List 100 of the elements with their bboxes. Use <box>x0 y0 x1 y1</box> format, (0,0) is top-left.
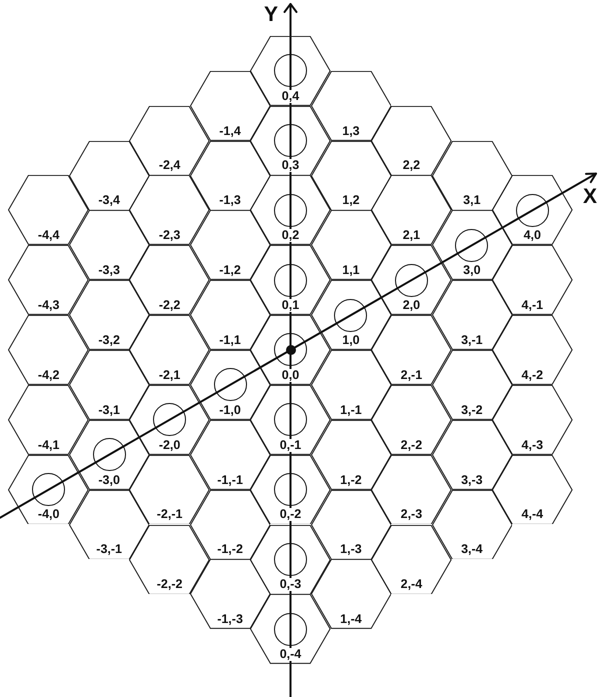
coordinate-label: 3,-1 <box>460 334 484 347</box>
hexagon-tile <box>310 559 392 630</box>
coordinate-label: 0,-2 <box>278 508 302 522</box>
circle-icon <box>274 612 307 646</box>
coordinate-label: 2,1 <box>402 229 422 242</box>
hexagon-tile <box>250 175 331 246</box>
coordinate-label: 3,-2 <box>460 404 484 417</box>
circle-icon <box>274 124 307 158</box>
coordinate-label: 0,-1 <box>278 438 302 452</box>
coordinate-label: -1,2 <box>218 264 242 278</box>
hexagon-tile <box>492 454 573 524</box>
coordinate-label: -2,0 <box>158 438 182 452</box>
coordinate-label: -1,-2 <box>216 543 244 556</box>
coordinate-label: -1,-3 <box>216 613 244 626</box>
hexagon-tile <box>8 384 89 455</box>
hexagon-tile <box>190 210 270 280</box>
hexagon-tile <box>310 420 392 490</box>
coordinate-label: -1,4 <box>218 124 242 138</box>
hexagon-tile <box>492 384 573 455</box>
hexagon-tile <box>129 106 210 176</box>
circle-icon <box>274 194 307 227</box>
hexagon-tile <box>492 245 573 316</box>
hexagon-tile <box>190 490 270 560</box>
coordinate-label: -2,1 <box>158 368 182 382</box>
hexagon-tile <box>129 524 210 594</box>
hexagon-tile <box>190 350 270 420</box>
coordinate-label: -2,-2 <box>156 578 184 592</box>
coordinate-label: 2,-1 <box>400 368 424 382</box>
coordinate-label: 4,-4 <box>520 508 544 522</box>
hexagon-tile <box>129 315 210 385</box>
hexagon-tile <box>310 140 392 210</box>
axis-label: X <box>583 186 597 208</box>
coordinate-label: -1,3 <box>218 194 242 208</box>
coordinate-label: 0,3 <box>280 159 300 172</box>
coordinate-label: 1,2 <box>341 194 361 208</box>
circle-icon <box>334 298 368 332</box>
coordinate-label: 1,-2 <box>339 474 363 487</box>
coordinate-label: -2,2 <box>158 299 182 312</box>
coordinate-label: -3,3 <box>97 264 121 278</box>
hexagon-tile <box>432 350 512 420</box>
coordinate-label: 1,-1 <box>339 404 363 417</box>
coordinate-label: 2,-3 <box>400 508 424 522</box>
circle-icon <box>32 473 66 506</box>
coordinate-label: -4,2 <box>36 368 60 382</box>
circle-icon <box>214 368 247 402</box>
hexagon-tile <box>190 70 270 141</box>
hexagon-tile <box>190 559 270 630</box>
coordinate-label: 0,4 <box>280 90 300 103</box>
coordinate-label: 3,-4 <box>460 543 484 556</box>
hexagon-tile <box>190 420 270 490</box>
hexagon-tile <box>129 175 210 246</box>
coordinate-label: -3,0 <box>97 474 121 487</box>
coordinate-label: -4,3 <box>36 299 60 312</box>
circle-icon <box>274 333 307 366</box>
hexagon-tile <box>310 280 392 350</box>
hexagon-tile <box>68 210 150 280</box>
circle-icon <box>516 194 549 227</box>
coordinate-label: 4,-2 <box>520 368 544 382</box>
hexagon-tile <box>250 384 331 455</box>
coordinate-label: 3,0 <box>462 264 482 278</box>
circle-icon <box>394 264 428 297</box>
coordinate-label: 1,1 <box>341 264 361 278</box>
circle-icon <box>455 228 488 262</box>
hexagon-tile <box>190 140 270 210</box>
coordinate-label: 1,0 <box>341 334 361 347</box>
hexagon-tile <box>371 524 452 594</box>
coordinate-label: 1,-4 <box>339 613 363 626</box>
coordinate-label: -4,1 <box>36 438 60 452</box>
hexagon-tile <box>68 420 150 490</box>
circle-icon <box>92 438 126 472</box>
circle-icon <box>274 403 307 436</box>
coordinate-label: 3,1 <box>462 194 482 208</box>
hexagon-tile <box>310 210 392 280</box>
coordinate-label: 4,-3 <box>520 438 544 452</box>
circle-icon <box>153 403 186 436</box>
coordinate-label: 2,2 <box>402 159 422 172</box>
hexagon-tile <box>432 280 512 350</box>
hexagon-tile <box>250 245 331 316</box>
hexagon-tile <box>250 36 331 106</box>
hexagon-tile <box>492 175 573 246</box>
hexagon-tile <box>432 140 512 210</box>
hexagon-tile <box>371 106 452 176</box>
hexagon-tile <box>129 454 210 524</box>
coordinate-label: -3,1 <box>97 404 121 417</box>
coordinate-label: -3,4 <box>97 194 121 208</box>
hexagon-tile <box>8 315 89 385</box>
hexagon-tile <box>492 315 573 385</box>
coordinate-label: 2,-2 <box>400 438 424 452</box>
hexagon-tile <box>432 210 512 280</box>
coordinate-label: -2,4 <box>158 159 182 172</box>
hexagon-tile <box>432 490 512 560</box>
coordinate-label: -4,4 <box>36 229 60 242</box>
circle-icon <box>274 542 307 576</box>
hexagon-tile <box>371 454 452 524</box>
hexagon-tile <box>8 454 89 524</box>
coordinate-label: 2,0 <box>402 299 422 312</box>
hexagon-tile <box>129 384 210 455</box>
hexagon-tile <box>250 524 331 594</box>
coordinate-label: -3,-1 <box>95 543 123 556</box>
hexagon-tile <box>371 384 452 455</box>
